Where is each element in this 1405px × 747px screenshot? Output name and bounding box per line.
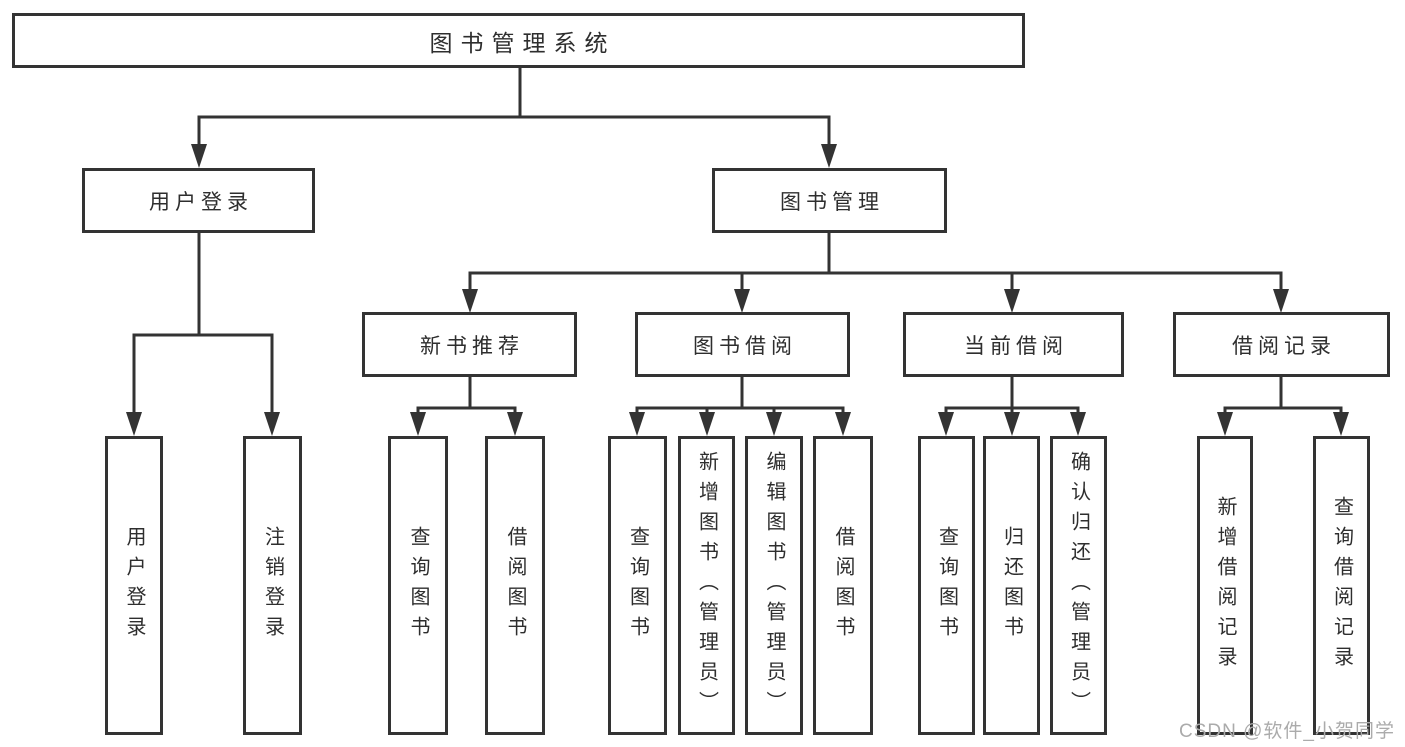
leaf-label: 归还图书 (1000, 525, 1023, 646)
arrowhead (938, 412, 954, 436)
leaf-newbook-borrow-book: 借阅图书 (485, 436, 545, 735)
leaf-label: 借阅图书 (832, 525, 854, 646)
leaf-borrow-add-book-admin: 新增图书（管理员） (678, 436, 735, 735)
arrowhead (1070, 412, 1086, 436)
leaf-logout: 注销登录 (243, 436, 302, 735)
leaf-borrow-query-book: 查询图书 (608, 436, 667, 735)
arrowhead (462, 289, 478, 313)
leaf-borrow-edit-book-admin: 编辑图书（管理员） (745, 436, 803, 735)
node-user-login: 用户登录 (82, 168, 315, 233)
leaf-label: 查询图书 (407, 525, 429, 646)
leaf-label: 确认归还（管理员） (1067, 450, 1090, 721)
leaf-label: 查询图书 (935, 525, 958, 646)
arrowhead (734, 289, 750, 313)
node-book-management: 图书管理 (712, 168, 947, 233)
leaf-current-confirm-return-admin: 确认归还（管理员） (1050, 436, 1107, 735)
leaf-label: 编辑图书（管理员） (763, 450, 785, 721)
leaf-user-login: 用户登录 (105, 436, 163, 735)
node-label: 用户登录 (149, 190, 253, 214)
arrowhead (126, 412, 142, 436)
leaf-record-query-borrow-record: 查询借阅记录 (1313, 436, 1370, 735)
node-current-borrow: 当前借阅 (903, 312, 1124, 377)
leaf-label: 新增图书（管理员） (695, 450, 718, 721)
leaf-label: 用户登录 (123, 525, 145, 646)
tree-edges (132, 68, 1343, 414)
arrowhead (1273, 289, 1289, 313)
leaf-newbook-query-book: 查询图书 (388, 436, 448, 735)
leaf-label: 注销登录 (261, 525, 284, 646)
arrowhead (1004, 412, 1020, 436)
node-label: 借阅记录 (1232, 334, 1336, 358)
arrowheads (126, 144, 1349, 436)
leaf-record-add-borrow-record: 新增借阅记录 (1197, 436, 1253, 735)
node-book-borrow: 图书借阅 (635, 312, 850, 377)
node-root: 图书管理系统 (12, 13, 1025, 68)
node-label: 图书管理系统 (429, 29, 616, 56)
node-label: 当前借阅 (964, 334, 1068, 358)
node-label: 图书管理 (780, 190, 884, 214)
arrowhead (410, 412, 426, 436)
arrowhead (699, 412, 715, 436)
node-new-book-recommend: 新书推荐 (362, 312, 577, 377)
node-label: 新书推荐 (420, 334, 524, 358)
node-borrow-record: 借阅记录 (1173, 312, 1390, 377)
node-label: 图书借阅 (693, 334, 797, 358)
arrowhead (821, 144, 837, 168)
leaf-label: 查询图书 (626, 525, 649, 646)
arrowhead (1217, 412, 1233, 436)
arrowhead (1004, 289, 1020, 313)
arrowhead (835, 412, 851, 436)
arrowhead (1333, 412, 1349, 436)
leaf-label: 查询借阅记录 (1330, 495, 1353, 676)
leaf-label: 借阅图书 (504, 525, 526, 646)
arrowhead (191, 144, 207, 168)
watermark: CSDN @软件_小贺同学 (1179, 721, 1395, 742)
arrowhead (766, 412, 782, 436)
arrowhead (507, 412, 523, 436)
leaf-current-query-book: 查询图书 (918, 436, 975, 735)
leaf-borrow-borrow-book: 借阅图书 (813, 436, 873, 735)
leaf-label: 新增借阅记录 (1214, 495, 1236, 676)
leaf-current-return-book: 归还图书 (983, 436, 1040, 735)
arrowhead (629, 412, 645, 436)
arrowhead (264, 412, 280, 436)
